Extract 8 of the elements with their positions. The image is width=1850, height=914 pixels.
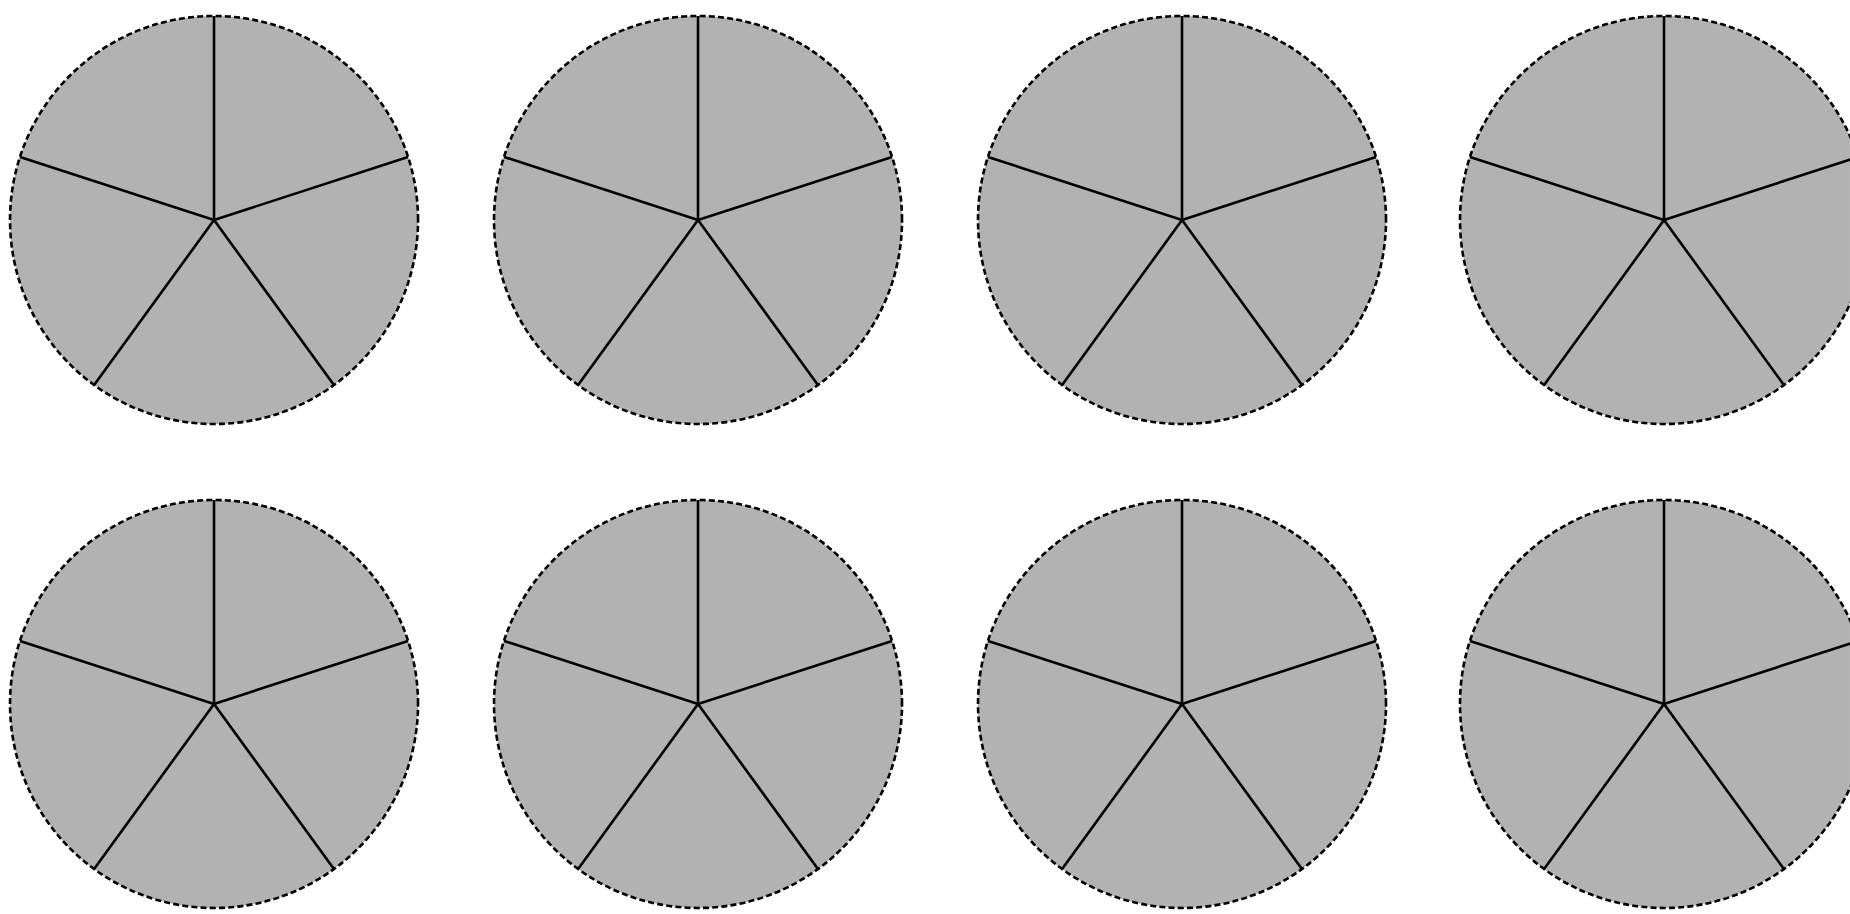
pie-circle-drawing	[1458, 14, 1850, 426]
pie-circle-drawing	[1458, 498, 1850, 910]
pie-circle-drawing	[492, 498, 904, 910]
pie-circle-drawing	[8, 498, 420, 910]
pie-circle-drawing	[976, 498, 1388, 910]
pie-circle-drawing	[492, 14, 904, 426]
pie-circle-drawing	[8, 14, 420, 426]
pie-circle-drawing	[976, 14, 1388, 426]
